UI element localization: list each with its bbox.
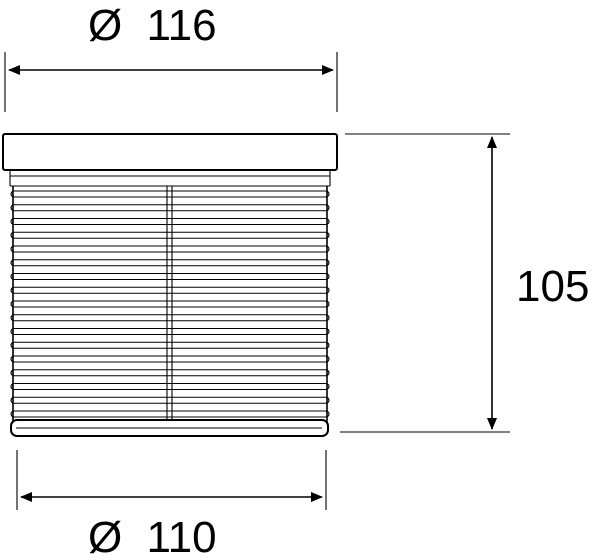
thread-rib bbox=[10, 355, 330, 363]
thread-rib bbox=[10, 259, 330, 267]
thread-rib bbox=[10, 341, 330, 349]
top-diameter-value: 116 bbox=[146, 1, 216, 50]
diameter-icon: Ø bbox=[88, 513, 122, 560]
bottom-diameter-dimension: Ø 110 bbox=[16, 450, 327, 560]
thread-rib bbox=[10, 190, 330, 198]
bottom-diameter-label: Ø 110 bbox=[88, 513, 217, 560]
thread-ribs bbox=[10, 190, 330, 418]
height-dimension: 105 bbox=[340, 133, 589, 433]
thread-rib bbox=[10, 327, 330, 336]
thread-rib bbox=[10, 204, 330, 212]
thread-rib bbox=[10, 286, 330, 294]
thread-rib bbox=[10, 272, 330, 281]
thread-rib bbox=[10, 396, 330, 404]
thread-rib bbox=[10, 314, 330, 322]
part-body bbox=[2, 133, 338, 437]
bottom-diameter-value: 110 bbox=[146, 513, 216, 560]
thread-rib bbox=[10, 217, 330, 226]
thread-rib bbox=[10, 369, 330, 377]
top-flange bbox=[2, 133, 338, 171]
thread-rib bbox=[10, 245, 330, 253]
height-value: 105 bbox=[516, 262, 589, 311]
thread-rib bbox=[10, 410, 330, 418]
diameter-icon: Ø bbox=[88, 1, 122, 50]
thread-rib bbox=[10, 382, 330, 391]
thread-rib bbox=[10, 300, 330, 308]
top-diameter-label: Ø 116 bbox=[88, 1, 217, 50]
thread-rib bbox=[10, 231, 330, 239]
top-diameter-dimension: Ø 116 bbox=[4, 1, 338, 112]
